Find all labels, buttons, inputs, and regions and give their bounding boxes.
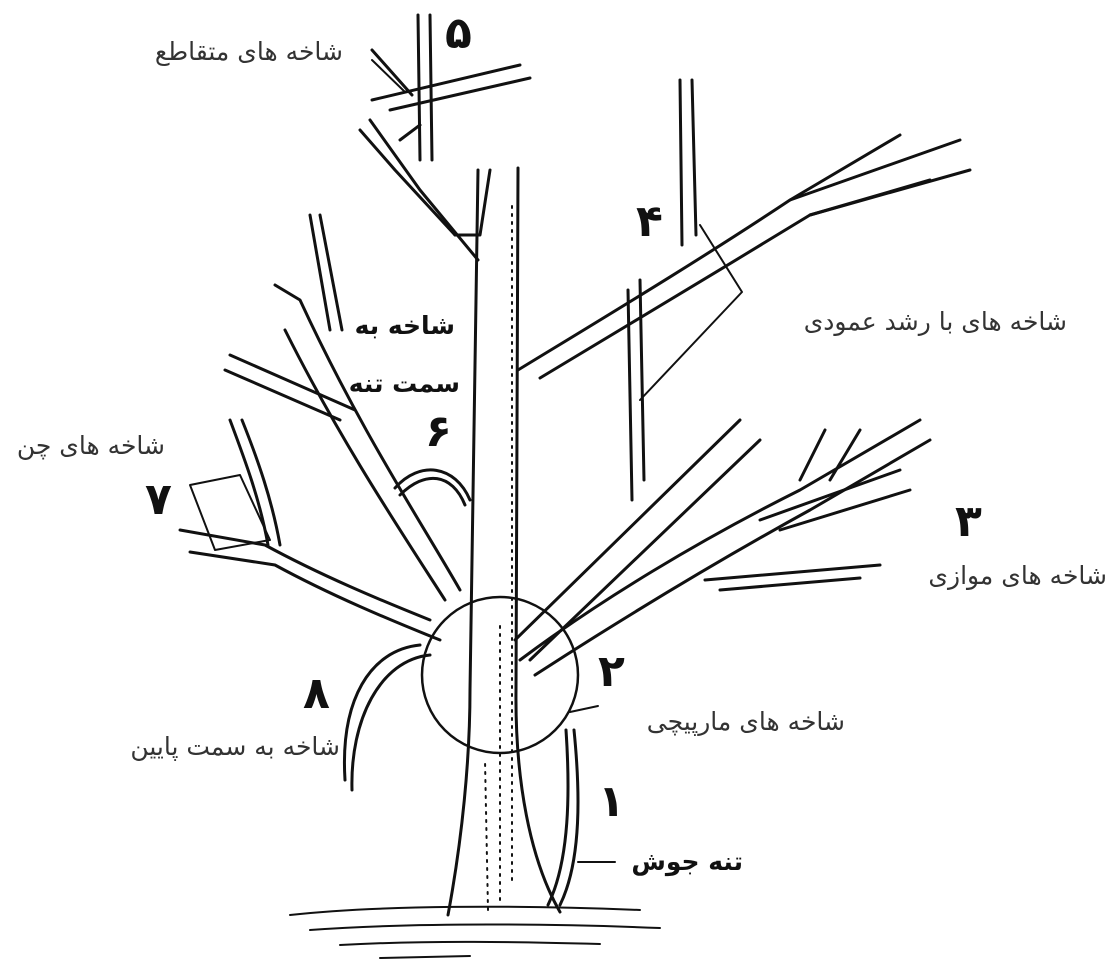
label-vertical-branches: شاخه های با رشد عمودی (804, 308, 1067, 337)
number-8: ۸ (303, 672, 330, 716)
label-sucker: تنه جوش (631, 848, 743, 877)
number-5: ۵ (445, 12, 472, 56)
sucker-shoot (548, 730, 578, 905)
label-crossing-branches: شاخه های متقاطع (155, 38, 343, 67)
number-4: ۴ (636, 200, 663, 244)
number-6: ۶ (425, 410, 452, 454)
number-2: ۲ (598, 650, 625, 694)
label-parallel-branches: شاخه های موازی (928, 562, 1107, 591)
trunk-shading (485, 200, 512, 910)
mid-right-branch (515, 420, 760, 660)
number-3: ۳ (955, 500, 982, 544)
label-inward-line1: شاخه به (355, 312, 455, 341)
label-multiple-branches: شاخه های چن (17, 432, 165, 461)
central-leader (360, 120, 490, 260)
label-spiral-branches: شاخه های مارپیچی (647, 708, 845, 737)
label-downward-branch: شاخه به سمت پایین (130, 733, 340, 762)
upper-right-branch (518, 80, 970, 500)
trunk (448, 168, 560, 915)
label-inward-line2: سمت تنه (349, 370, 460, 399)
ground-lines (290, 907, 660, 958)
downward-branch (344, 645, 430, 790)
number-7: ۷ (145, 478, 172, 522)
pointer-arrows (372, 60, 615, 862)
number-1: ۱ (598, 780, 625, 824)
parallel-branches (520, 420, 930, 675)
vertical-bracket (640, 225, 742, 400)
